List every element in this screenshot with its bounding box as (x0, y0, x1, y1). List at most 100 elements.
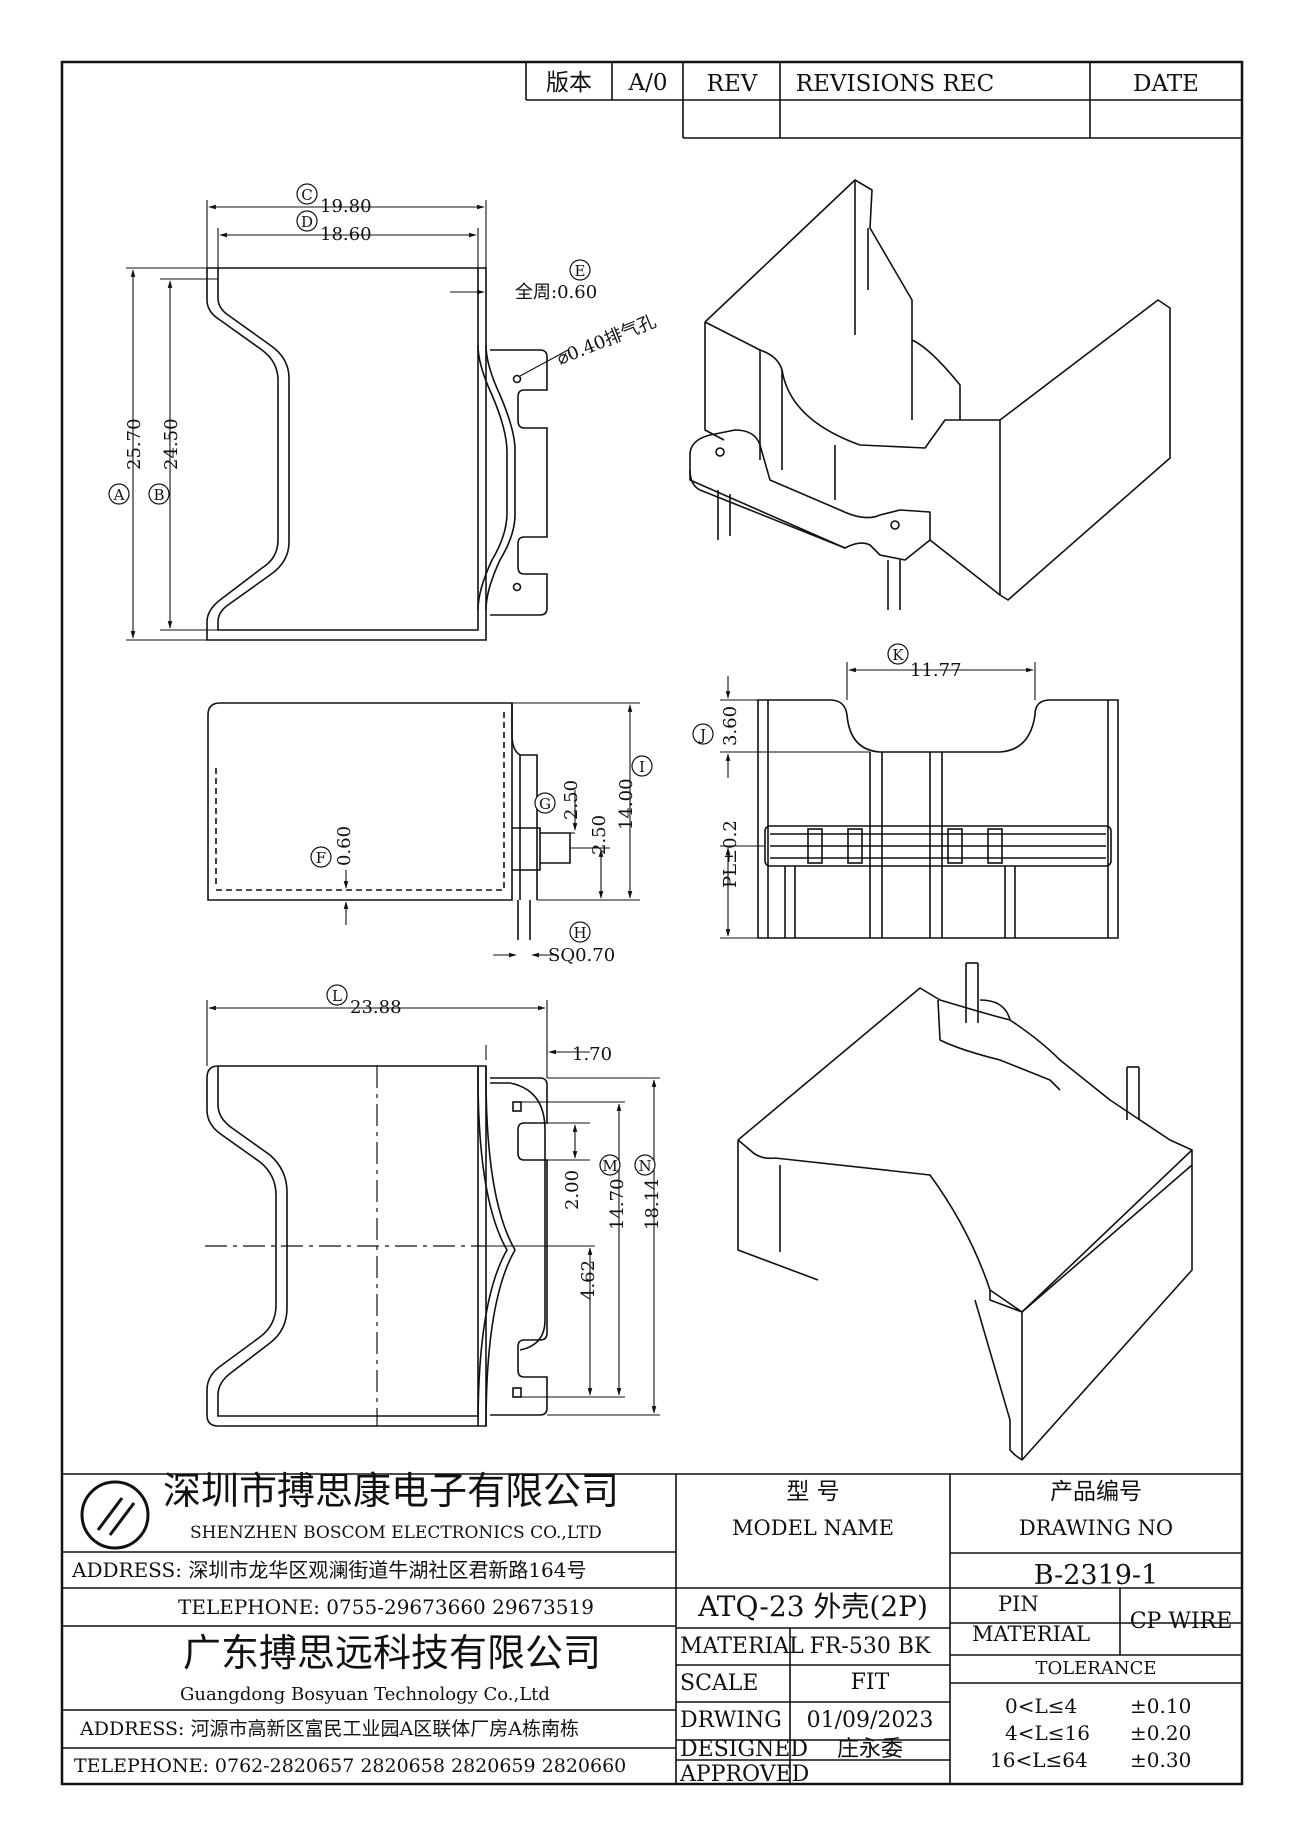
svg-text:M: M (602, 1157, 617, 1175)
designed-label: DESIGNED (680, 1737, 808, 1762)
dim-marker-h: H (569, 921, 591, 943)
side-view (207, 702, 571, 940)
dim-value-e: 全周:0.60 (515, 282, 597, 303)
sheet-border (60, 60, 1244, 1786)
svg-text:A: A (113, 486, 125, 504)
isometric-view-bottom (737, 962, 1193, 1461)
isometric-view-top (689, 179, 1171, 610)
svg-text:B: B (153, 486, 164, 504)
dim-marker-i: I (631, 755, 653, 777)
dim-marker-f: F (310, 846, 332, 868)
svg-text:G: G (539, 795, 551, 813)
dim-value-n: 18.14 (642, 1178, 663, 1230)
vent-hole-note: ⌀0.40排气孔 (554, 311, 659, 370)
dim-value-c: 19.80 (320, 196, 372, 217)
svg-text:H: H (573, 924, 586, 942)
dim-marker-j: J (692, 723, 714, 745)
tolerance-value-3: ±0.30 (1130, 1748, 1192, 1772)
svg-text:E: E (575, 262, 586, 280)
dim-marker-d: D (296, 210, 318, 232)
pin-material-label-line2: MATERIAL (972, 1622, 1091, 1646)
company1-name-en: SHENZHEN BOSCOM ELECTRONICS CO.,LTD (190, 1523, 602, 1543)
dim-marker-l: L (326, 984, 348, 1006)
title-block-grid (62, 1473, 1242, 1784)
designed-value: 庄永委 (836, 1737, 903, 1762)
dim-value-a: 25.70 (124, 418, 145, 470)
material-value: FR-530 BK (809, 1634, 931, 1659)
dim-marker-k: K (887, 643, 909, 665)
side-view-dimensions (343, 702, 640, 958)
dim-marker-e: E (569, 259, 591, 281)
dim-marker-m: M (599, 1154, 621, 1176)
company2-address: ADDRESS: 河源市高新区富民工业园A区联体厂房A栋南栋 (80, 1718, 579, 1740)
front-view (757, 699, 1119, 939)
dim-value-pl: PL±0.2 (720, 820, 741, 888)
version-label: 版本 (546, 70, 592, 96)
svg-text:N: N (638, 1157, 651, 1175)
dim-value-l: 23.88 (350, 997, 402, 1018)
company1-address: ADDRESS: 深圳市龙华区观澜街道牛湖社区君新路164号 (72, 1558, 587, 1582)
dim-marker-c: C (296, 183, 318, 205)
dim-marker-b: B (148, 483, 170, 505)
drawing-no-en: DRAWING NO (1018, 1516, 1174, 1540)
tolerance-range-3: 16<L≤64 (990, 1748, 1088, 1772)
rev-header: REV (707, 71, 758, 97)
scale-label: SCALE (680, 1671, 759, 1696)
dim-value-m: 14.70 (607, 1178, 628, 1230)
material-label: MATERIAL (680, 1634, 804, 1659)
dim-value-h: SQ0.70 (548, 945, 615, 966)
model-name-en: MODEL NAME (732, 1516, 894, 1540)
dim-value-g2: 2.50 (589, 815, 610, 855)
tolerance-range-2: 4<L≤16 (1005, 1721, 1090, 1745)
company-logo-icon (80, 1480, 150, 1550)
svg-text:D: D (301, 213, 313, 231)
drawing-no-value: B-2319-1 (1033, 1560, 1159, 1591)
drawing-date-value: 01/09/2023 (806, 1708, 934, 1733)
dim-value-f: 0.60 (334, 826, 355, 866)
dim-marker-a: A (108, 483, 130, 505)
tolerance-value-1: ±0.10 (1130, 1694, 1192, 1718)
top-view-dimensions (126, 200, 569, 641)
tolerance-header: TOLERANCE (1035, 1658, 1157, 1679)
company2-name-en: Guangdong Bosyuan Technology Co.,Ltd (180, 1684, 550, 1705)
model-name-cn: 型 号 (786, 1479, 840, 1505)
dim-value-k: 11.77 (910, 660, 962, 681)
dim-value-b: 24.50 (161, 418, 182, 470)
dim-marker-g: G (534, 792, 556, 814)
company1-telephone: TELEPHONE: 0755-29673660 29673519 (178, 1595, 594, 1619)
date-header: DATE (1133, 71, 1199, 97)
dim-value-g: 2.50 (561, 780, 582, 820)
version-value: A/0 (628, 70, 668, 96)
tolerance-range-1: 0<L≤4 (1005, 1694, 1078, 1718)
drawing-no-cn: 产品编号 (1050, 1479, 1142, 1505)
svg-text:C: C (301, 186, 312, 204)
dim-marker-n: N (634, 1154, 656, 1176)
revisions-record-header: REVISIONS REC (796, 71, 994, 97)
dim-value-slot: 2.00 (562, 1170, 583, 1210)
svg-text:J: J (698, 726, 706, 744)
scale-value: FIT (850, 1670, 890, 1695)
top-view (206, 267, 548, 641)
revision-block (525, 62, 1242, 139)
svg-text:K: K (892, 646, 904, 664)
svg-text:F: F (316, 849, 326, 867)
front-view-dimensions (720, 662, 1036, 939)
svg-text:L: L (332, 987, 342, 1005)
bottom-view-dimensions (206, 1000, 660, 1416)
svg-text:I: I (639, 758, 645, 776)
model-name-value: ATQ-23 外壳(2P) (698, 1590, 928, 1623)
pin-material-value: CP WIRE (1129, 1609, 1233, 1634)
pin-material-label-line1: PIN (998, 1592, 1039, 1616)
company2-name-cn: 广东搏思远科技有限公司 (183, 1631, 602, 1675)
company1-name-cn: 深圳市搏思康电子有限公司 (163, 1469, 620, 1513)
dim-value-flange: 1.70 (572, 1044, 612, 1065)
approved-label: APPROVED (680, 1762, 810, 1787)
tolerance-value-2: ±0.20 (1130, 1721, 1192, 1745)
drawing-date-label: DRWING (680, 1708, 782, 1733)
company2-telephone: TELEPHONE: 0762-2820657 2820658 2820659 … (74, 1755, 627, 1777)
dim-value-d: 18.60 (320, 224, 372, 245)
bottom-view (206, 1065, 548, 1427)
dim-value-i: 14.00 (616, 778, 637, 830)
dim-value-pin-offset: 4.62 (578, 1260, 599, 1300)
